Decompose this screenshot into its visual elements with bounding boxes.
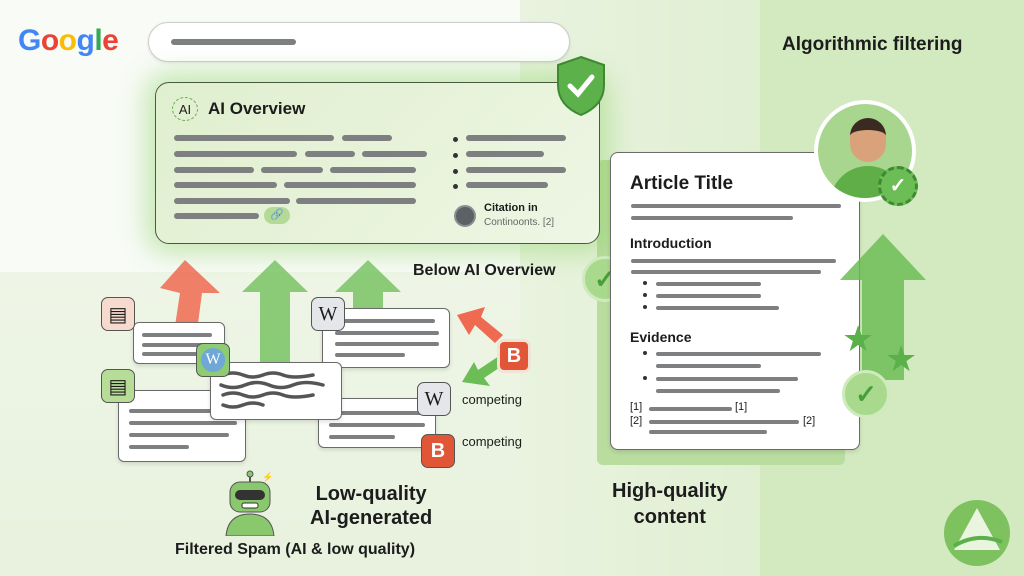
citation-source[interactable]: Continoonts. [2] — [484, 217, 555, 228]
check-circle-icon: ✓ — [842, 370, 890, 418]
svg-text:⚡: ⚡ — [262, 471, 273, 483]
wordpress-icon[interactable]: W — [196, 343, 230, 377]
citation-title: Citation in — [484, 202, 538, 214]
wikipedia-icon[interactable]: W — [417, 382, 451, 416]
section-introduction: Introduction — [630, 235, 712, 251]
high-quality-line1: High-quality — [612, 480, 728, 502]
low-quality-label: Low-quality AI-generated — [310, 482, 432, 530]
blogger-icon[interactable]: B — [497, 339, 531, 373]
competing-label: competing — [462, 392, 522, 407]
star-icon: ★ — [885, 338, 918, 379]
scribble-text — [219, 371, 325, 409]
wikipedia-icon[interactable]: W — [311, 297, 345, 331]
green-arrow-icon — [335, 260, 401, 336]
globe-icon — [454, 205, 476, 227]
shield-check-icon — [557, 55, 605, 117]
article-card[interactable]: Article Title Introduction Evidence [1] [… — [610, 152, 860, 450]
ref-2-end: [2] — [803, 415, 816, 427]
search-placeholder-line — [171, 39, 296, 45]
green-arrow-icon — [242, 260, 308, 366]
google-logo-letter: o — [58, 24, 77, 57]
blogger-icon[interactable]: B — [421, 434, 455, 468]
red-arrow-icon — [160, 260, 220, 346]
news-red-icon[interactable]: ▤ — [101, 297, 135, 331]
red-arrow-icon — [457, 307, 503, 343]
ai-overview-card: AI AI Overview 🔗 Citation in Continoonts… — [155, 82, 600, 244]
high-quality-label: High-quality content — [612, 478, 728, 530]
ref-2: [2] — [630, 415, 643, 427]
google-logo[interactable]: Google — [18, 24, 119, 58]
google-logo-letter: G — [18, 24, 41, 57]
award-badge-icon: ✓ — [878, 166, 918, 206]
filtered-spam-label: Filtered Spam (AI & low quality) — [175, 541, 416, 558]
high-quality-line2: content — [633, 506, 706, 528]
google-logo-letter: l — [94, 24, 103, 57]
article-title: Article Title — [630, 173, 734, 194]
link-icon[interactable]: 🔗 — [264, 207, 290, 224]
ai-sparkle-icon: AI — [172, 97, 198, 121]
green-arrow-icon — [462, 354, 508, 386]
section-evidence: Evidence — [630, 329, 692, 345]
green-up-arrow-icon — [840, 234, 926, 380]
algorithmic-filtering-label: Algorithmic filtering — [782, 34, 963, 55]
robot-icon: ⚡ — [225, 470, 275, 536]
low-quality-line2: AI-generated — [310, 507, 433, 529]
news-green-icon[interactable]: ▤ — [101, 369, 135, 403]
brand-logo-icon — [944, 500, 1010, 566]
google-logo-letter: e — [102, 24, 119, 57]
google-logo-letter: o — [40, 24, 59, 57]
search-input[interactable] — [148, 22, 570, 62]
ref-1: [1] — [630, 401, 643, 413]
ref-1-end: [1] — [735, 401, 748, 413]
google-logo-letter: g — [76, 24, 95, 57]
competing-label: competing — [462, 434, 522, 449]
star-icon: ★ — [842, 318, 875, 359]
ai-overview-title: AI Overview — [208, 99, 306, 118]
below-ai-overview-label: Below AI Overview — [413, 262, 556, 279]
low-quality-line1: Low-quality — [315, 483, 427, 505]
spam-card[interactable] — [210, 362, 342, 420]
